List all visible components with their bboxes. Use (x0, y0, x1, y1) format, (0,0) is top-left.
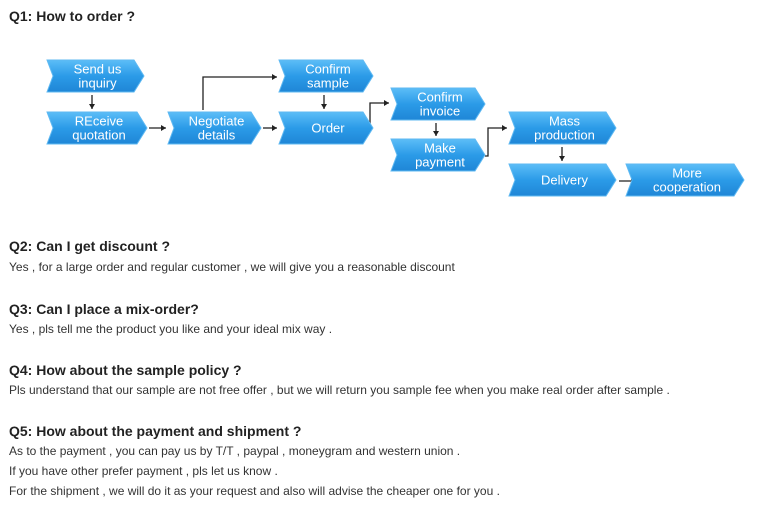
arrow-send-to-receive-head (89, 104, 95, 109)
arrow-receive-to-negotiate-head (161, 125, 166, 131)
flow-step-label: More (672, 166, 702, 181)
flow-step-shape (46, 111, 148, 145)
flow-step-shape (508, 163, 617, 197)
arrow-negotiate-to-confirm-sample-head (272, 74, 277, 80)
q3-answer: Yes , pls tell me the product you like a… (9, 322, 333, 336)
flow-step-label: quotation (72, 128, 126, 143)
q5-answer-2: If you have other prefer payment , pls l… (9, 464, 278, 478)
flow-step-label: Confirm (305, 62, 351, 77)
q5-answer-3: For the shipment , we will do it as your… (9, 484, 500, 498)
flow-step-label: cooperation (653, 180, 721, 195)
flow-step-label: invoice (420, 104, 460, 119)
flow-step-shape (278, 111, 374, 145)
flow-step-label: production (534, 128, 595, 143)
arrow-negotiate-to-confirm-sample (202, 76, 277, 110)
flow-step-label: details (198, 128, 236, 143)
arrow-order-to-confirm-invoice (369, 102, 389, 128)
flow-step-label: REceive (75, 114, 123, 129)
flow-step-label: payment (415, 155, 465, 170)
flow-step-label: inquiry (78, 76, 117, 91)
arrow-confirm-invoice-to-payment-head (433, 131, 439, 136)
flow-step-shape (278, 59, 374, 93)
flow-connectors (89, 74, 636, 184)
arrow-negotiate-to-order-head (272, 125, 277, 131)
flow-step-shape (508, 111, 617, 145)
flow-step-shape (390, 87, 486, 121)
q2-title: Q2: Can I get discount ? (9, 238, 171, 254)
flow-step-label: Order (311, 121, 345, 136)
flow-step-delivery: Delivery (508, 163, 617, 197)
q1-title: Q1: How to order ? (9, 8, 135, 24)
flow-step-label: sample (307, 76, 349, 91)
q3-title: Q3: Can I place a mix-order? (9, 301, 199, 317)
arrow-payment-to-mass-production (485, 127, 507, 157)
flow-step-shape (625, 163, 745, 197)
q4-title: Q4: How about the sample policy ? (9, 362, 242, 378)
flow-step-label: Negotiate (189, 114, 245, 129)
flow-step-label: Send us (74, 62, 122, 77)
flow-step-label: Confirm (417, 90, 463, 105)
flow-step-label: Mass (549, 114, 581, 129)
arrow-mass-production-to-delivery-head (559, 156, 565, 161)
flow-step-label: Make (424, 141, 456, 156)
q5-answer-1: As to the payment , you can pay us by T/… (9, 444, 461, 458)
flow-step-shape (390, 138, 486, 172)
q2-answer: Yes , for a large order and regular cust… (9, 260, 455, 274)
flow-step-label: Delivery (541, 173, 588, 188)
arrow-confirm-sample-to-order-head (321, 104, 327, 109)
arrow-order-to-confirm-invoice-head (384, 100, 389, 106)
arrow-payment-to-mass-production-head (502, 125, 507, 131)
flow-step-shape (46, 59, 145, 93)
q5-title: Q5: How about the payment and shipment ? (9, 423, 302, 439)
q4-answer: Pls understand that our sample are not f… (9, 383, 670, 397)
flow-step-order: Order (278, 111, 374, 145)
flow-step-shape (167, 111, 262, 145)
